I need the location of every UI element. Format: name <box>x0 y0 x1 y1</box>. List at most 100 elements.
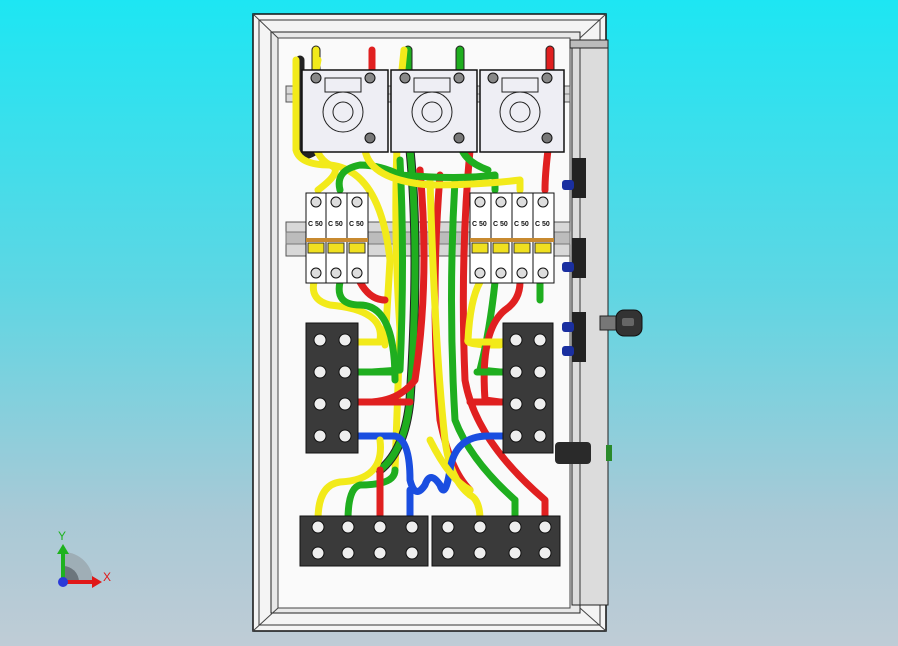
terminal-block-bottom-left-part <box>341 520 355 534</box>
terminal-block-bottom-left-part <box>373 520 387 534</box>
cabinet-enclosure-part <box>252 13 279 39</box>
energy-meter-2-part <box>453 72 465 84</box>
wiring-part <box>480 278 524 406</box>
terminal-block-bottom-left-part <box>311 520 325 534</box>
energy-meter-1-part <box>364 72 376 84</box>
energy-meter-1-part <box>310 72 322 84</box>
door-edge-part <box>572 158 586 198</box>
terminal-block-left-part <box>313 429 327 443</box>
energy-meter-2-part <box>421 101 443 123</box>
energy-meter-1-part <box>364 132 376 144</box>
circuit-breaker-part <box>492 242 510 254</box>
circuit-breaker-part: C 50 <box>328 221 343 228</box>
terminal-block-bottom-right-part <box>473 546 487 560</box>
door-lock-key-icon[interactable] <box>599 309 643 337</box>
x-axis-label: X <box>103 570 111 584</box>
terminal-block-right-part <box>509 365 523 379</box>
wiring-part <box>376 146 419 474</box>
circuit-breaker-group-left: C 50 C 50 C 50 <box>305 192 369 284</box>
wiring-part <box>361 146 524 194</box>
wiring-part <box>335 161 499 194</box>
circuit-breaker-part <box>537 196 549 208</box>
energy-meter-2-part <box>453 132 465 144</box>
terminal-block-right <box>502 322 554 454</box>
energy-meter-2-part <box>413 77 451 93</box>
circuit-breaker-part <box>516 196 528 208</box>
circuit-breaker-part <box>310 196 322 208</box>
reference-triad-part <box>63 566 79 582</box>
energy-meter-1-part <box>332 101 354 123</box>
circuit-breaker-part <box>471 242 489 254</box>
circuit-breaker-part <box>330 196 342 208</box>
terminal-block-bottom-right-part <box>441 546 455 560</box>
door-edge-part <box>572 312 586 362</box>
wiring-part <box>344 466 399 524</box>
energy-meter-1-part <box>324 77 362 93</box>
terminal-block-left-part <box>313 397 327 411</box>
wiring-part <box>426 436 474 494</box>
terminal-block-bottom-right-part <box>473 520 487 534</box>
circuit-breaker-part <box>310 267 322 279</box>
door-edge-part <box>562 262 574 272</box>
terminal-block-bottom-right-part <box>508 520 522 534</box>
circuit-breaker-part <box>327 242 345 254</box>
terminal-block-left-part <box>338 397 352 411</box>
x-axis-arrow-icon-part <box>92 576 102 588</box>
cabinet-enclosure-part <box>579 13 607 39</box>
terminal-block-left-part <box>338 365 352 379</box>
circuit-breaker-part <box>474 196 486 208</box>
wiring-part <box>368 166 428 406</box>
wiring-part <box>314 436 384 524</box>
door-edge-part <box>562 322 574 332</box>
wiring-part <box>368 156 406 376</box>
circuit-breaker-group-right-part <box>470 238 554 242</box>
terminal-block-bottom-right-part <box>441 520 455 534</box>
circuit-breaker-part: C 50 <box>493 221 508 228</box>
circuit-breaker-group-right: C 50 C 50 C 50 C 50 <box>469 192 555 284</box>
energy-meter-3 <box>479 69 565 153</box>
terminal-block-right-part <box>533 397 547 411</box>
cabinet-enclosure-part <box>579 607 607 632</box>
y-axis-arrow-icon-part <box>57 544 69 554</box>
terminal-block-right-part <box>533 333 547 347</box>
wiring-part <box>541 146 552 194</box>
circuit-breaker-part: C 50 <box>308 221 323 228</box>
door-lock-key-icon-part <box>622 318 634 326</box>
z-axis-icon <box>58 577 68 587</box>
terminal-block-left-part <box>313 365 327 379</box>
terminal-block-right-part <box>533 365 547 379</box>
circuit-breaker-part <box>534 242 552 254</box>
circuit-breaker-part <box>516 267 528 279</box>
energy-meter-3-part <box>509 101 531 123</box>
energy-meter-3-part <box>541 72 553 84</box>
circuit-breaker-part: C 50 <box>472 221 487 228</box>
terminal-block-bottom-left <box>299 515 429 567</box>
terminal-block-left-part <box>338 333 352 347</box>
reference-triad[interactable]: Y X <box>57 529 111 588</box>
door-edge-part <box>562 180 574 190</box>
door-edge-part <box>562 346 574 356</box>
terminal-block-left-part <box>313 333 327 347</box>
energy-meters <box>301 69 565 153</box>
wiring-part <box>309 278 384 344</box>
terminal-block-right-part <box>533 429 547 443</box>
terminal-block-bottom-right-part <box>508 546 522 560</box>
circuit-breaker-part <box>513 242 531 254</box>
door-edge-part <box>555 442 591 464</box>
terminal-block-left <box>305 322 359 454</box>
terminal-block-right-part <box>509 333 523 347</box>
terminal-block-bottom-left-part <box>311 546 325 560</box>
door-edge-part <box>569 39 609 49</box>
y-axis-label: Y <box>58 529 66 543</box>
circuit-breaker-part <box>330 267 342 279</box>
circuit-breaker-part <box>348 242 366 254</box>
circuit-breaker-part <box>351 267 363 279</box>
wiring-part <box>353 432 507 495</box>
x-axis-arrow-icon <box>63 576 102 588</box>
terminal-block-bottom-left-part <box>405 520 419 534</box>
wiring-part <box>459 146 549 524</box>
circuit-breaker-group-left-part <box>306 238 368 242</box>
circuit-breaker-part: C 50 <box>535 221 550 228</box>
circuit-breaker-part <box>495 196 507 208</box>
